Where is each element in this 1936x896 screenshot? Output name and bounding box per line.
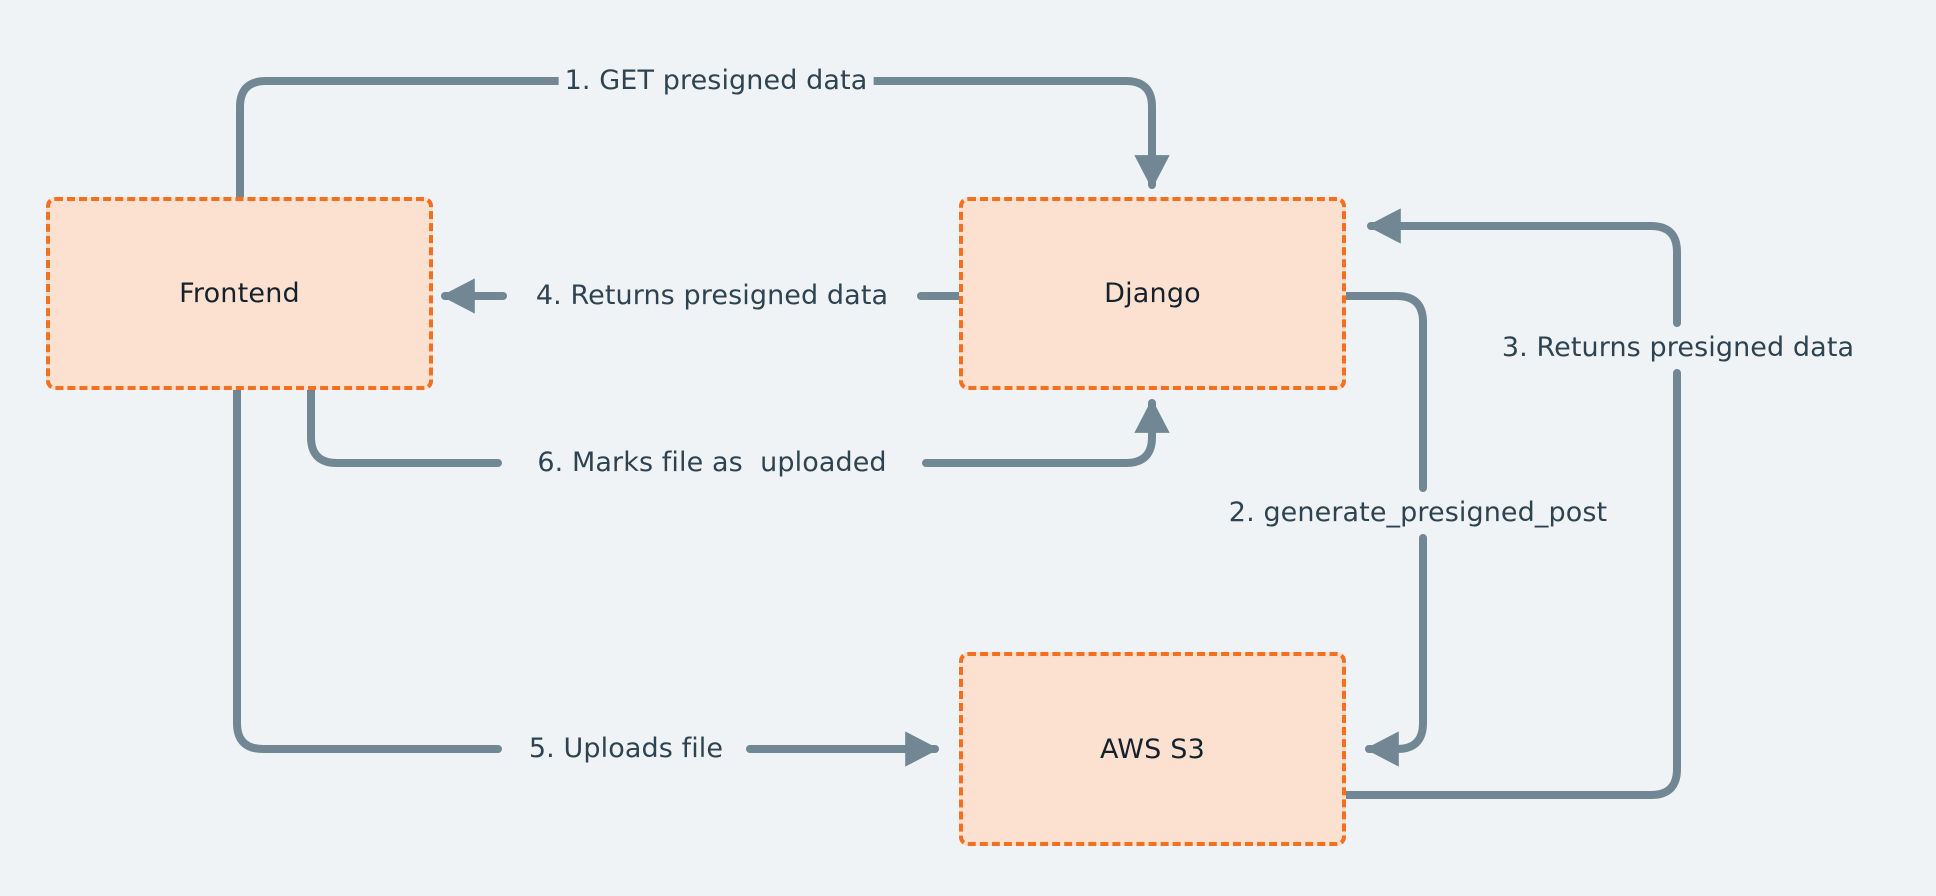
connector-1-get-presigned-data-b bbox=[862, 77, 1170, 190]
edge-label-1: 1. GET presigned data bbox=[558, 65, 874, 97]
connector-6-marks-file-as-uploaded-b bbox=[922, 398, 1170, 467]
connector-3-returns-presigned-data bbox=[1341, 369, 1681, 799]
connector-3-returns-presigned-data-b bbox=[1366, 208, 1681, 327]
node-django[interactable]: Django bbox=[959, 197, 1346, 390]
edge-label-5: 5. Uploads file bbox=[522, 733, 730, 765]
edge-label-6: 6. Marks file as uploaded bbox=[531, 447, 893, 479]
node-aws-s3-label: AWS S3 bbox=[1100, 733, 1205, 765]
connector-2-generate-presigned-post-b bbox=[1364, 534, 1427, 767]
edge-label-2: 2. generate_presigned_post bbox=[1222, 497, 1614, 529]
node-frontend[interactable]: Frontend bbox=[46, 197, 433, 390]
connector-1-get-presigned-data bbox=[236, 77, 582, 201]
connector-5-uploads-file bbox=[233, 386, 502, 753]
connector-6-marks-file-as-uploaded bbox=[307, 386, 502, 467]
node-frontend-label: Frontend bbox=[179, 278, 300, 309]
edge-label-3: 3. Returns presigned data bbox=[1495, 332, 1861, 364]
node-aws-s3[interactable]: AWS S3 bbox=[959, 652, 1346, 846]
connector-2-generate-presigned-post bbox=[1341, 292, 1427, 492]
node-django-label: Django bbox=[1104, 278, 1201, 309]
edge-label-4: 4. Returns presigned data bbox=[529, 280, 895, 312]
